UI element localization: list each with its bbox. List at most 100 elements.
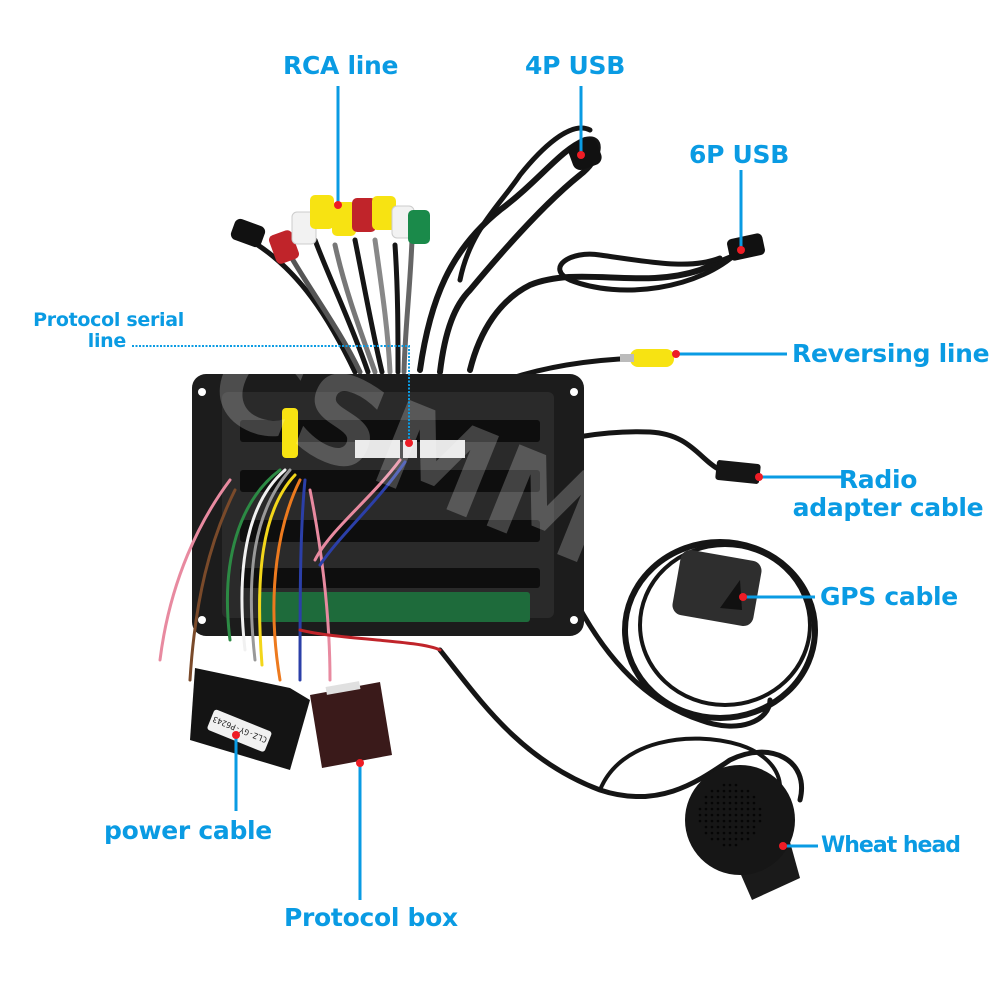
grille-hole (740, 837, 744, 841)
grille-hole (722, 813, 726, 817)
grille-hole (746, 789, 750, 793)
label-protocol-box: Protocol box (284, 903, 458, 932)
grille-hole (728, 795, 732, 799)
grille-hole (758, 807, 762, 811)
grille-hole (740, 819, 744, 823)
grille-hole (722, 789, 726, 793)
rca-red-1 (269, 230, 299, 264)
grille-hole (710, 837, 714, 841)
grille-hole (728, 825, 732, 829)
grille-hole (746, 819, 750, 823)
marker-gps-cable (739, 593, 747, 601)
protocol-box-body (310, 682, 392, 768)
mic-cable (437, 647, 804, 803)
protocol-box (310, 681, 392, 768)
4p-usb-cable-strand (457, 125, 593, 283)
grille-hole (710, 801, 714, 805)
6p-usb-cable-loop (557, 247, 743, 293)
grille-hole (728, 783, 732, 787)
grille-hole (740, 789, 744, 793)
label-radio-adapter-cable-2: adapter cable (792, 492, 984, 522)
marker-rca-line (334, 201, 342, 209)
gps-antenna-body (672, 549, 762, 627)
microphone (685, 765, 800, 900)
microphone-grille (698, 783, 762, 847)
grille-hole (752, 807, 756, 811)
grille-hole (740, 807, 744, 811)
grille-hole (710, 831, 714, 835)
marker-reversing-line (672, 350, 680, 358)
unit-yellow-rca (282, 408, 298, 458)
grille-hole (734, 807, 738, 811)
grille-hole (716, 813, 720, 817)
gps-antenna (672, 549, 762, 627)
mount-holes (198, 388, 578, 624)
rca-bundle-wires (247, 237, 415, 375)
rca-green (408, 210, 430, 244)
grille-hole (728, 819, 732, 823)
grille-hole (722, 795, 726, 799)
grille-hole (752, 801, 756, 805)
grille-hole (710, 813, 714, 817)
rca-red-2 (352, 198, 376, 232)
grille-hole (746, 813, 750, 817)
grille-hole (716, 795, 720, 799)
label-protocol-serial-line-1: Protocol serial (33, 309, 184, 331)
grille-hole (728, 813, 732, 817)
rca-connectors (230, 195, 430, 264)
grille-hole (740, 825, 744, 829)
grille-hole (752, 831, 756, 835)
marker-protocol-box (356, 759, 364, 767)
grille-hole (716, 831, 720, 835)
label-wheat-head: Wheat head (821, 833, 961, 858)
grille-hole (746, 825, 750, 829)
grille-hole (758, 813, 762, 817)
gps-antenna-triangle (720, 580, 742, 610)
grille-hole (728, 831, 732, 835)
vent-slots (240, 420, 540, 588)
grille-hole (722, 801, 726, 805)
grille-hole (728, 801, 732, 805)
grille-hole (710, 795, 714, 799)
grille-hole (710, 807, 714, 811)
grille-hole (728, 789, 732, 793)
grille-hole (740, 813, 744, 817)
gps-cable-loop-inner (638, 543, 812, 707)
gps-cable-loop (622, 539, 818, 721)
grille-hole (734, 837, 738, 841)
rca-yellow-3 (372, 196, 396, 230)
label-power-cable: power cable (104, 816, 272, 845)
grille-hole (716, 825, 720, 829)
grille-hole (746, 801, 750, 805)
grille-hole (698, 819, 702, 823)
6p-usb-plug (727, 233, 765, 261)
grille-hole (752, 813, 756, 817)
radio-adapter-plug (715, 460, 761, 484)
grille-hole (734, 783, 738, 787)
grille-hole (746, 831, 750, 835)
grille-hole (698, 813, 702, 817)
grille-hole (716, 819, 720, 823)
wire-harness (158, 458, 442, 682)
marker-dots (232, 151, 787, 850)
grille-hole (734, 831, 738, 835)
head-unit-inner (222, 392, 554, 618)
grille-hole (710, 819, 714, 823)
marker-wheat-head (779, 842, 787, 850)
grille-hole (752, 819, 756, 823)
grille-hole (734, 813, 738, 817)
grille-hole (698, 807, 702, 811)
protocol-box-connector (325, 681, 361, 695)
grille-hole (716, 807, 720, 811)
reversing-rca-plug (620, 349, 674, 367)
grille-hole (716, 801, 720, 805)
rca-yellow-1 (310, 195, 334, 229)
6p-usb-cable (467, 247, 753, 373)
grille-hole (722, 825, 726, 829)
grille-hole (734, 801, 738, 805)
grille-hole (740, 801, 744, 805)
4p-usb-plug (568, 137, 602, 171)
leader-lines (132, 86, 845, 900)
marker-6p-usb (737, 246, 745, 254)
